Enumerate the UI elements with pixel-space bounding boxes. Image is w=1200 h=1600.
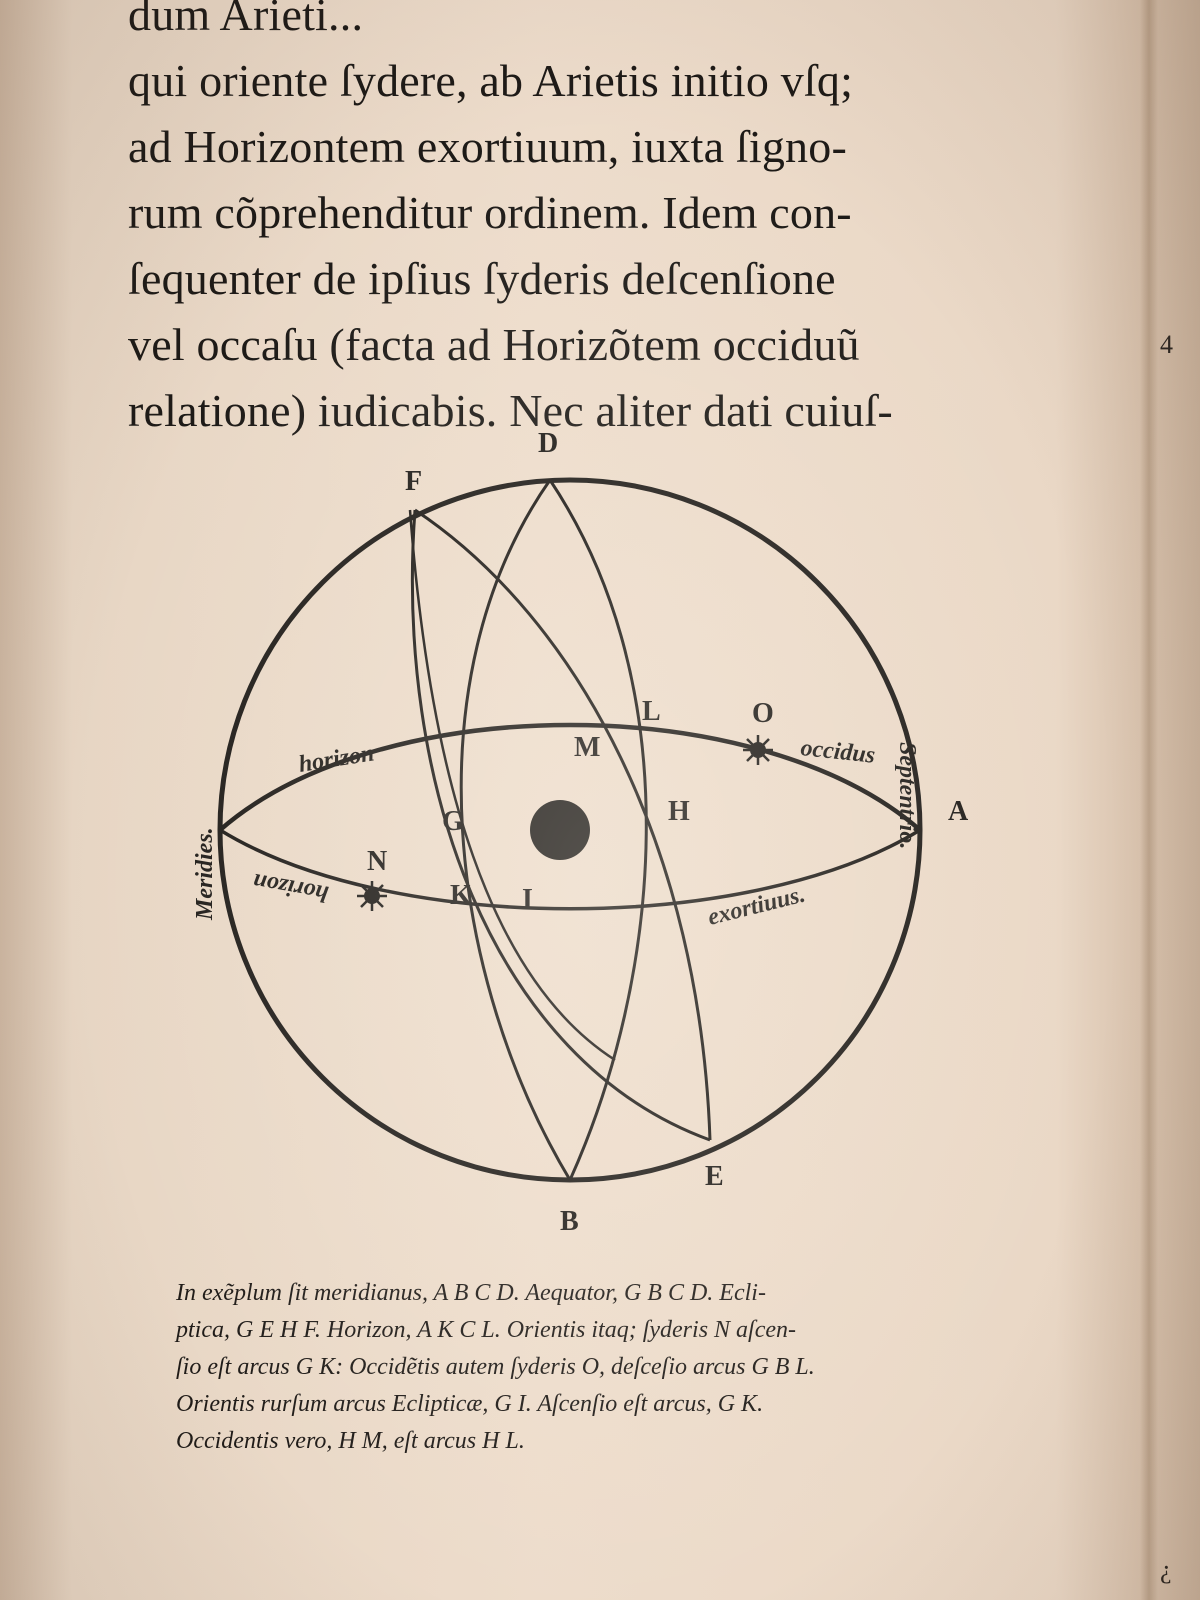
label-g: G bbox=[442, 806, 464, 837]
body-line: dum Arieti... bbox=[128, 0, 1048, 48]
margin-mark: ¿ bbox=[1160, 1555, 1172, 1585]
word-meridies: Meridies. bbox=[192, 827, 218, 921]
label-d: D bbox=[538, 428, 558, 459]
label-i: I bbox=[522, 884, 533, 915]
star-n-icon bbox=[357, 881, 387, 911]
label-e: E bbox=[705, 1161, 724, 1192]
word-occidus: occidus bbox=[799, 735, 876, 769]
body-line: ſequenter de ipſius ſyderis deſcenſione bbox=[128, 246, 1048, 312]
figure-caption: In exẽplum ſit meridianus, A B C D. Aequ… bbox=[176, 1275, 1056, 1460]
label-o: O bbox=[752, 698, 774, 729]
body-line: rum cõprehenditur ordinem. Idem con- bbox=[128, 180, 1048, 246]
word-horizon-upper: horizon bbox=[297, 740, 376, 778]
celestial-sphere-diagram: D F A B E L O M G H N K I horizon occidu… bbox=[160, 420, 1040, 1240]
label-f: F bbox=[405, 466, 422, 497]
body-line: vel occaſu (facta ad Horizõtem occiduũ bbox=[128, 312, 1048, 378]
earth-icon bbox=[530, 800, 590, 860]
caption-line: Occidentis vero, H M, eſt arcus H L. bbox=[176, 1423, 1056, 1460]
label-m: M bbox=[574, 732, 600, 763]
page-gutter-shadow bbox=[1140, 0, 1158, 1600]
body-line: qui oriente ſydere, ab Arietis initio vſ… bbox=[128, 48, 1048, 114]
label-l: L bbox=[642, 696, 661, 727]
star-o-icon bbox=[743, 735, 773, 765]
word-septentrio: Septentrio. bbox=[894, 742, 920, 849]
caption-line: ſio eſt arcus G K: Occidẽtis autem ſyder… bbox=[176, 1349, 1056, 1386]
body-line: ad Horizontem exortiuum, iuxta ſigno- bbox=[128, 114, 1048, 180]
label-k: K bbox=[450, 880, 472, 911]
caption-line: In exẽplum ſit meridianus, A B C D. Aequ… bbox=[176, 1275, 1056, 1312]
label-h: H bbox=[668, 796, 690, 827]
margin-mark: 4 bbox=[1160, 330, 1173, 360]
label-n: N bbox=[367, 846, 387, 877]
body-text: dum Arieti... qui oriente ſydere, ab Ari… bbox=[128, 0, 1048, 444]
label-a: A bbox=[948, 796, 969, 827]
caption-line: Orientis rurſum arcus Eclipticæ, G I. Aſ… bbox=[176, 1386, 1056, 1423]
label-b: B bbox=[560, 1206, 579, 1237]
caption-line: ptica, G E H F. Horizon, A K C L. Orient… bbox=[176, 1312, 1056, 1349]
